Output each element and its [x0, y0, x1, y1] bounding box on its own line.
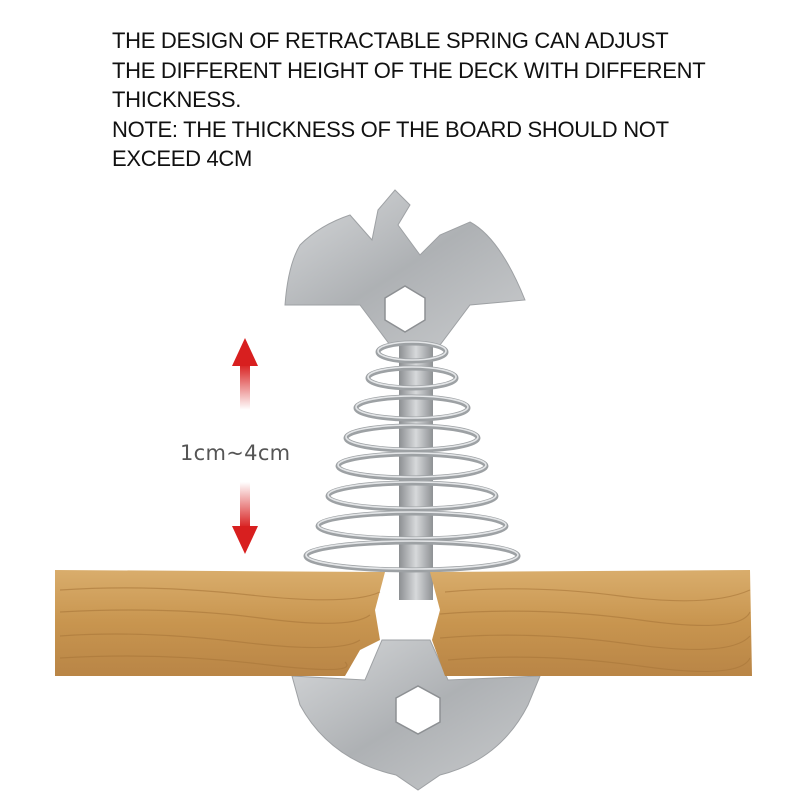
hex-hole-bottom-icon: [395, 685, 441, 735]
caption-line-3: THICKNESS.: [112, 87, 242, 112]
caption-line-2: THE DIFFERENT HEIGHT OF THE DECK WITH DI…: [112, 57, 706, 83]
hex-hole-top-icon: [384, 285, 426, 333]
caption-line-4: NOTE: THE THICKNESS OF THE BOARD SHOULD …: [112, 116, 669, 142]
height-range-label: 1cm~4cm: [180, 441, 291, 465]
anchor-bottom-plate: [291, 639, 541, 791]
description-text: THE DESIGN OF RETRACTABLE SPRING CAN ADJ…: [112, 26, 752, 174]
height-arrow-up: [232, 338, 258, 410]
caption-line-5: EXCEED 4CM: [112, 146, 253, 171]
wood-board-right: [430, 570, 752, 676]
caption-line-1: THE DESIGN OF RETRACTABLE SPRING CAN ADJ…: [112, 28, 669, 53]
height-arrow-down: [232, 482, 258, 554]
anchor-top-plate: [284, 189, 526, 346]
wood-board-left: [55, 570, 385, 676]
